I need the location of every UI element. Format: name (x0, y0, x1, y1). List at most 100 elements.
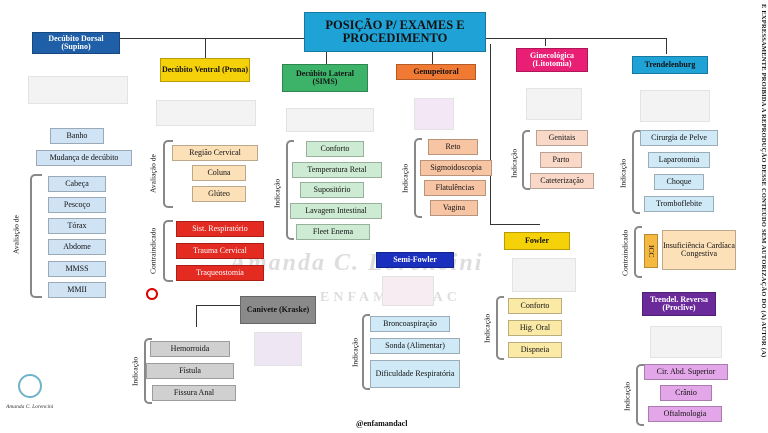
dorsal-item-pescoco: Pescoço (48, 197, 106, 213)
logo-icon (18, 374, 42, 398)
connector-lateral-drop (326, 52, 327, 64)
fowler-title: Fowler (504, 232, 570, 250)
footer-handle: @enfamandacl (356, 419, 408, 428)
connector-main-horizontal-right (486, 38, 666, 39)
trendelenburg-contraindicado-label: Contraindicado (620, 229, 630, 277)
semi-fowler-title: Semi-Fowler (376, 252, 454, 268)
semi-fowler-image (382, 276, 434, 306)
dorsal-item-mmii: MMII (48, 282, 106, 298)
trend-reversa-item-oftalmologia: Oftalmologia (648, 406, 722, 422)
lateral-bracket (286, 140, 294, 240)
trendelenburg-bracket (632, 130, 640, 214)
ventral-contra-sist-respiratorio: Sist. Respiratório (176, 221, 264, 237)
connector-gineco-drop (545, 38, 546, 46)
dorsal-item-cabeca: Cabeça (48, 176, 106, 192)
dorsal-item-torax: Tórax (48, 218, 106, 234)
genupeitoral-item-vagina: Vagina (430, 200, 478, 216)
prohibited-icon (146, 288, 158, 300)
genupeitoral-indicacao-label: Indicação (400, 163, 410, 193)
canivete-title: Canivete (Kraske) (240, 296, 316, 324)
canivete-item-hemorroida: Hemorroida (150, 341, 230, 357)
trendelenburg-indicacao-label: Indicação (618, 158, 628, 188)
ventral-contra-trauma-cervical: Trauma Cervical (176, 243, 264, 259)
trend-reversa-indicacao-label: Indicação (622, 381, 632, 411)
page-title: POSIÇÃO P/ EXAMES E PROCEDIMENTO (304, 12, 486, 52)
genupeitoral-item-sigmoidoscopia: Sigmoidoscopia (420, 160, 492, 176)
ventral-item-gluteo: Glúteo (192, 186, 246, 202)
connector-canivete-v (196, 305, 197, 327)
ginecologica-item-parto: Parto (540, 152, 582, 168)
dorsal-avaliacao-label: Avaliação de (11, 215, 21, 255)
connector-main-horizontal (38, 38, 304, 39)
ventral-bracket (163, 140, 173, 208)
fowler-indicacao-label: Indicação (482, 313, 492, 343)
canivete-indicacao-label: Indicação (130, 356, 140, 386)
trend-reversa-image (650, 326, 722, 358)
trendelenburg-item-laparotomia: Laparotomia (648, 152, 710, 168)
trend-reversa-bracket (636, 364, 644, 426)
dorsal-item-mudanca: Mudança de decúbito (36, 150, 132, 166)
dorsal-item-mmss: MMSS (48, 261, 106, 277)
decubito-dorsal-image (28, 76, 128, 104)
ventral-avaliacao-label: Avaliação de (148, 154, 158, 194)
semi-fowler-bracket (362, 314, 370, 390)
fowler-image (512, 258, 576, 292)
lateral-item-temperatura-retal: Temperatura Retal (292, 162, 382, 178)
semi-fowler-item-broncoaspiracao: Broncoaspiração (370, 316, 450, 332)
genupeitoral-image (414, 98, 454, 130)
canivete-item-fissura-anal: Fissura Anal (152, 385, 236, 401)
ginecologica-item-genitais: Genitais (536, 130, 588, 146)
semi-fowler-item-dificuldade-respiratoria: Dificuldade Respiratória (370, 360, 460, 388)
decubito-ventral-title: Decúbito Ventral (Prona) (160, 58, 250, 82)
genupeitoral-item-flatulencias: Flatulências (424, 180, 486, 196)
ventral-item-regiao-cervical: Região Cervical (172, 145, 258, 161)
decubito-lateral-title: Decúbito Lateral (SIMS) (282, 64, 368, 92)
copyright-notice: É EXPRESSAMENTE PROIBIDA A REPRODUÇÃO DE… (760, 4, 767, 358)
lateral-item-conforto: Conforto (306, 141, 364, 157)
fowler-bracket (496, 296, 504, 360)
connector-center-drop (490, 44, 491, 224)
decubito-lateral-image (286, 108, 374, 132)
connector-canivete-h (196, 305, 240, 306)
icc-badge: ICC (644, 234, 658, 268)
connector-genu-drop (432, 52, 433, 64)
trend-reversa-item-cir-abd-superior: Cir. Abd. Superior (644, 364, 728, 380)
ventral-item-coluna: Coluna (192, 165, 246, 181)
canivete-item-fistula: Fístula (146, 363, 234, 379)
decubito-dorsal-title: Decúbito Dorsal (Supino) (32, 32, 120, 54)
genupeitoral-item-reto: Reto (428, 139, 478, 155)
ginecologica-bracket (522, 130, 530, 190)
trendelenburg-title: Trendelenburg (632, 56, 708, 74)
connector-ventral-drop (205, 38, 206, 58)
lateral-indicacao-label: Indicação (272, 178, 282, 208)
trendelenburg-image (640, 90, 710, 122)
genupeitoral-bracket (414, 138, 422, 218)
connector-trend-drop (666, 38, 667, 54)
semi-fowler-item-sonda: Sonda (Alimentar) (370, 338, 460, 354)
ventral-contra-traqueostomia: Traqueostomia (176, 265, 264, 281)
ginecologica-image (526, 88, 582, 120)
trendelenburg-item-cirurgia-pelve: Cirurgia de Pelve (640, 130, 718, 146)
trend-reversa-title: Trendel. Reversa (Proclive) (642, 292, 716, 316)
logo-text: Amanda C. Lorencini (6, 404, 54, 410)
trendelenburg-item-tromboflebite: Tromboflebite (644, 196, 714, 212)
icc-description: Insuficiência Cardíaca Congestiva (662, 230, 736, 270)
ginecologica-indicacao-label: Indicação (509, 148, 519, 178)
trend-reversa-item-cranio: Crânio (660, 385, 712, 401)
fowler-item-conforto: Conforto (508, 298, 562, 314)
lateral-item-lavagem-intestinal: Lavagem Intestinal (290, 203, 382, 219)
ventral-contra-bracket (163, 220, 173, 282)
dorsal-bracket (30, 174, 42, 298)
canivete-image (254, 332, 302, 366)
decubito-ventral-image (156, 100, 256, 126)
lateral-item-fleet-enema: Fleet Enema (296, 224, 370, 240)
trendelenburg-item-choque: Choque (654, 174, 704, 190)
fowler-item-dispneia: Dispneia (508, 342, 562, 358)
dorsal-item-banho: Banho (50, 128, 104, 144)
ginecologica-title: Ginecológica (Litotomia) (516, 48, 588, 72)
ventral-contraindicado-label: Contraindicado (148, 227, 158, 275)
connector-fowler-h (490, 224, 540, 225)
genupeitoral-title: Genupeitoral (396, 64, 476, 80)
fowler-item-hig-oral: Hig. Oral (508, 320, 562, 336)
trendelenburg-contra-bracket (634, 226, 642, 278)
